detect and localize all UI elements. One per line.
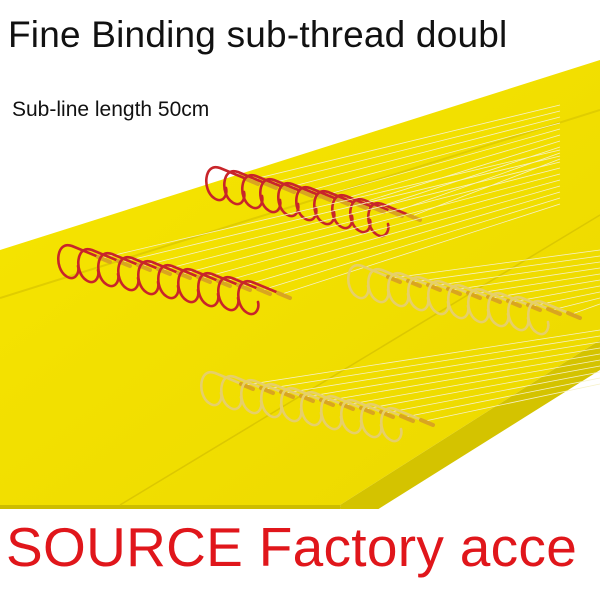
fishing-line [221, 185, 561, 283]
fishing-line [261, 197, 561, 291]
fishing-hook [387, 271, 438, 308]
fishing-hook [280, 386, 331, 423]
fishing-line [249, 104, 561, 181]
hook-binding [244, 177, 260, 186]
fishing-hook [117, 255, 168, 292]
fishing-hook [367, 201, 418, 238]
subline-length-label: Sub-line length 50cm [12, 98, 210, 121]
board-seam [119, 214, 600, 506]
fishing-line [364, 365, 600, 410]
fishing-line [101, 149, 561, 259]
fishing-hook [217, 275, 268, 312]
fishing-line [161, 167, 561, 271]
fishing-line [424, 383, 600, 422]
fishing-line [404, 377, 600, 418]
fishing-hook [427, 279, 478, 316]
hook-binding [298, 189, 314, 198]
fishing-line [264, 335, 600, 390]
fishing-line [267, 110, 561, 185]
fishing-hook [407, 275, 458, 312]
hook-binding [419, 418, 435, 427]
fishing-hook [137, 259, 188, 296]
fishing-hook [200, 370, 251, 407]
fishing-hook [220, 374, 271, 411]
fishing-line [304, 347, 600, 398]
fishing-line [284, 341, 600, 394]
fishing-line [141, 161, 561, 267]
fishing-line [411, 255, 600, 283]
fishing-hook [197, 271, 248, 308]
fishing-line [571, 303, 600, 315]
fishing-hook [260, 382, 311, 419]
fishing-hook [77, 247, 128, 284]
hook-binding [262, 181, 278, 190]
fishing-line [471, 273, 600, 295]
gold-hooks-right [347, 249, 600, 336]
hook-binding [280, 185, 296, 194]
board-seam [0, 109, 600, 299]
hook-binding [316, 193, 332, 202]
fishing-line [321, 128, 561, 197]
fishing-hook [300, 390, 351, 427]
fishing-hook [527, 299, 578, 336]
fishing-line [121, 155, 561, 263]
hook-binding [370, 205, 386, 214]
hook-binding [566, 311, 582, 320]
banner-text: SOURCE Factory acce [6, 516, 578, 578]
fishing-line [303, 122, 561, 193]
hook-binding [546, 307, 562, 316]
hook-binding [276, 291, 292, 300]
hook-binding [399, 414, 415, 423]
source-banner: SOURCE Factory acce [0, 509, 600, 600]
fishing-hook [240, 378, 291, 415]
fishing-hook [320, 394, 371, 431]
fishing-hook [177, 267, 228, 304]
fishing-line [551, 297, 600, 311]
fishing-line [241, 191, 561, 287]
hook-binding [256, 287, 272, 296]
fishing-hook [360, 402, 411, 439]
fishing-hook [487, 291, 538, 328]
fishing-line [285, 116, 561, 189]
red-hooks-lower [57, 149, 561, 316]
fishing-hook [507, 295, 558, 332]
fishing-line [344, 359, 600, 406]
fishing-hook [97, 251, 148, 288]
fishing-line [244, 329, 600, 386]
fishing-hook [347, 263, 398, 300]
fishing-hook [447, 283, 498, 320]
yellow-board-edge-right [340, 340, 600, 530]
hook-binding [388, 209, 404, 218]
hook-binding [352, 201, 368, 210]
fishing-line [451, 267, 600, 291]
fishing-line [431, 261, 600, 287]
fishing-line [201, 179, 561, 279]
fishing-line [491, 279, 600, 299]
fishing-line [357, 140, 561, 205]
fishing-hook [340, 398, 391, 435]
fishing-line [324, 353, 600, 402]
fishing-line [181, 173, 561, 275]
fishing-hook [157, 263, 208, 300]
fishing-hook-groups [57, 104, 600, 443]
fishing-line [391, 249, 600, 279]
fishing-line [281, 203, 561, 295]
fishing-hook [237, 279, 288, 316]
fishing-hook [467, 287, 518, 324]
fishing-line [339, 134, 561, 201]
fishing-line [384, 371, 600, 414]
fishing-hook [380, 406, 431, 443]
fishing-hook [367, 267, 418, 304]
fishing-hook [57, 243, 108, 280]
page-title: Fine Binding sub-thread doubl [8, 14, 508, 55]
gold-hooks-bottom [200, 329, 600, 443]
